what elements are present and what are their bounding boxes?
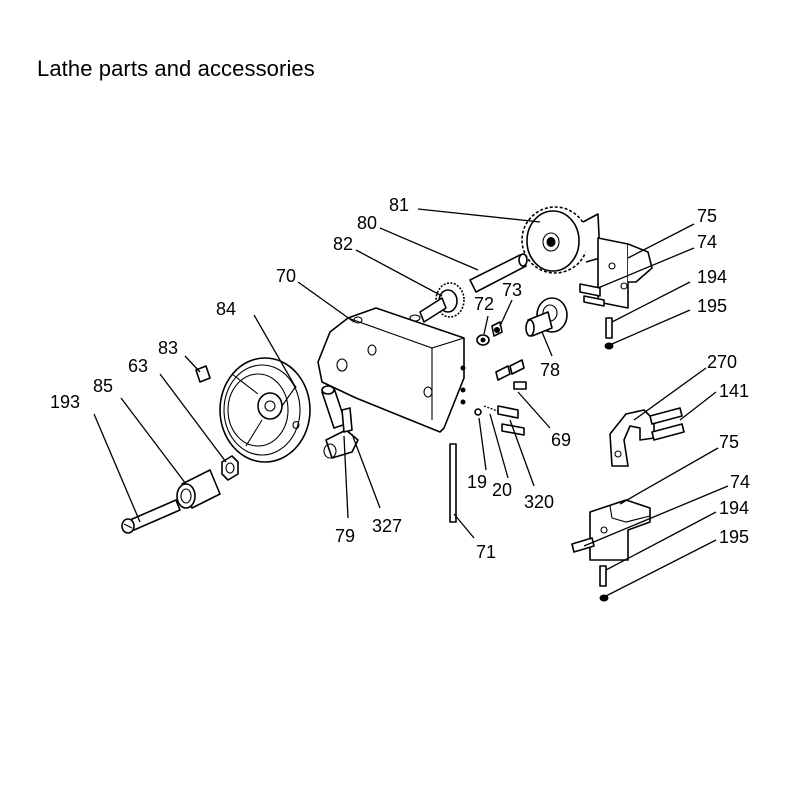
callout-70: 70 xyxy=(276,266,296,286)
callout-81: 81 xyxy=(389,195,409,215)
clamp-270 xyxy=(609,409,655,467)
gearbox-body-70 xyxy=(317,307,466,433)
callout-74-bottom: 74 xyxy=(730,472,750,492)
callout-72: 72 xyxy=(474,294,494,314)
screws-320 xyxy=(497,405,525,436)
callout-82: 82 xyxy=(333,234,353,254)
callout-19: 19 xyxy=(467,472,487,492)
callout-79: 79 xyxy=(335,526,355,546)
pin-19 xyxy=(474,408,482,416)
callout-69: 69 xyxy=(551,430,571,450)
screw-74-bottom xyxy=(571,537,595,553)
handwheel-84 xyxy=(219,357,311,463)
callout-73: 73 xyxy=(502,280,522,300)
callout-193: 193 xyxy=(50,392,80,412)
callout-320: 320 xyxy=(524,492,554,512)
key-strip-71 xyxy=(449,443,457,523)
shaft-80 xyxy=(469,253,528,293)
screws-74-top xyxy=(579,283,605,307)
callout-74-top: 74 xyxy=(697,232,717,252)
callout-195-top: 195 xyxy=(697,296,727,316)
callout-83: 83 xyxy=(158,338,178,358)
callout-84: 84 xyxy=(216,299,236,319)
bolts-141 xyxy=(649,407,685,441)
washer-195-top xyxy=(604,342,614,350)
gear-82 xyxy=(419,282,465,323)
callout-78: 78 xyxy=(540,360,560,380)
pin-194-top xyxy=(605,317,613,339)
bolt-193 xyxy=(121,499,181,534)
screw-73 xyxy=(491,321,503,337)
screws-69 xyxy=(495,359,527,390)
pin-194-bottom xyxy=(599,565,607,587)
pin-83 xyxy=(195,365,211,383)
page-title: Lathe parts and accessories xyxy=(37,56,315,81)
callout-327: 327 xyxy=(372,516,402,536)
callout-85: 85 xyxy=(93,376,113,396)
stub-shaft-78 xyxy=(525,297,568,337)
callout-20: 20 xyxy=(492,480,512,500)
callout-71: 71 xyxy=(476,542,496,562)
handle-sleeve-85 xyxy=(176,469,221,509)
callout-75-bottom: 75 xyxy=(719,432,739,452)
washer-72 xyxy=(476,334,490,346)
callout-270: 270 xyxy=(707,352,737,372)
callout-80: 80 xyxy=(357,213,377,233)
callout-195-bottom: 195 xyxy=(719,527,749,547)
callout-194-bottom: 194 xyxy=(719,498,749,518)
screw-327 xyxy=(341,407,353,433)
bracket-75-top xyxy=(597,237,653,309)
callout-141: 141 xyxy=(719,381,749,401)
bracket-75-bottom xyxy=(589,499,651,561)
gear-81 xyxy=(521,206,601,274)
leader-lines xyxy=(93,208,729,597)
lever-79 xyxy=(321,385,359,459)
callout-63: 63 xyxy=(128,356,148,376)
washer-195-bottom xyxy=(599,594,609,602)
callout-75-top: 75 xyxy=(697,206,717,226)
callout-194-top: 194 xyxy=(697,267,727,287)
